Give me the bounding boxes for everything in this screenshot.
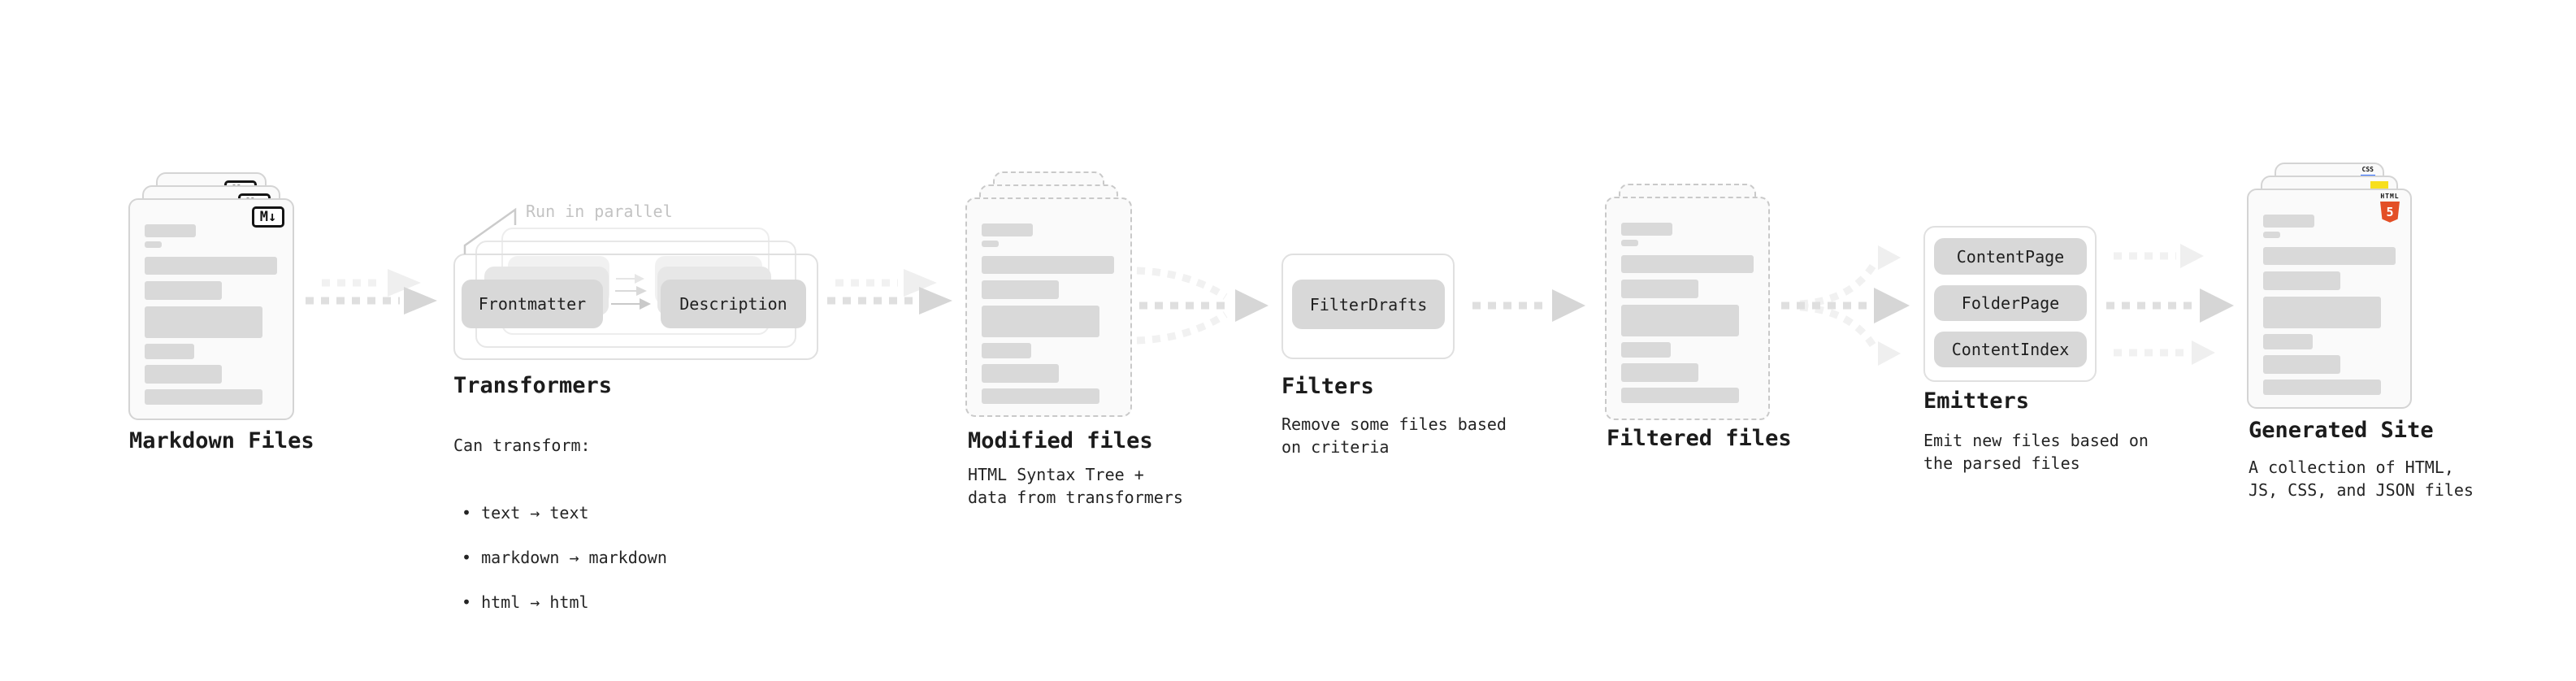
placeholder-bar	[1621, 363, 1698, 382]
stage-title-transformers: Transformers	[453, 373, 613, 398]
filterdrafts-pill: FilterDrafts	[1292, 280, 1445, 329]
placeholder-bar	[982, 306, 1099, 337]
folderpage-pill: FolderPage	[1934, 285, 2087, 321]
stage-title-filtered-files: Filtered files	[1607, 426, 1792, 451]
placeholder-bar	[145, 281, 222, 300]
flow-arrow-emitters-to-generated	[2106, 244, 2234, 365]
placeholder-bar	[1621, 388, 1739, 403]
generated-file-card-html: HTML 5	[2247, 189, 2412, 409]
placeholder-bar	[2263, 215, 2314, 228]
flow-arrow-filters-to-filtered	[1472, 289, 1585, 322]
placeholder-bar	[982, 256, 1114, 274]
contentindex-pill: ContentIndex	[1934, 332, 2087, 367]
placeholder-bar	[1621, 305, 1739, 336]
stage-title-generated-site: Generated Site	[2249, 418, 2434, 443]
flow-arrow-filtered-to-emitters	[1781, 245, 1910, 366]
placeholder-bar	[982, 241, 999, 247]
placeholder-bar	[1621, 280, 1698, 298]
placeholder-bar	[982, 364, 1059, 383]
placeholder-bar	[1621, 223, 1672, 236]
stage-title-markdown-files: Markdown Files	[129, 428, 314, 453]
flow-arrow-markdown-to-transformers	[306, 269, 437, 314]
document-content-placeholder	[2263, 215, 2396, 395]
document-content-placeholder	[145, 224, 277, 405]
placeholder-bar	[2263, 297, 2381, 328]
transformers-caption: Can transform: • text → text • markdown …	[453, 412, 667, 659]
flow-arrow-transformers-to-modified	[827, 269, 952, 314]
flow-arrow-modified-to-filters	[1136, 267, 1268, 345]
placeholder-bar	[2263, 355, 2340, 374]
transformers-bullet: • text → text	[462, 503, 589, 523]
placeholder-bar	[1621, 342, 1671, 358]
html5-icon-shield: 5	[2380, 201, 2400, 223]
placeholder-bar	[2263, 334, 2313, 349]
filters-caption: Remove some files based on criteria	[1281, 414, 1507, 457]
placeholder-bar	[145, 241, 162, 248]
placeholder-bar	[982, 280, 1059, 299]
placeholder-bar	[2263, 247, 2396, 265]
emitters-caption: Emit new files based on the parsed files	[1923, 431, 2149, 473]
html5-icon: HTML 5	[2379, 193, 2400, 223]
transformers-caption-title: Can transform:	[453, 436, 591, 455]
placeholder-bar	[145, 306, 262, 338]
frontmatter-pill: Frontmatter	[462, 280, 603, 328]
modified-files-caption: HTML Syntax Tree + data from transformer…	[968, 465, 1183, 507]
stage-title-modified-files: Modified files	[968, 428, 1153, 453]
generated-site-caption: A collection of HTML, JS, CSS, and JSON …	[2249, 458, 2474, 500]
placeholder-bar	[145, 344, 194, 359]
transformers-bullet: • html → html	[462, 592, 589, 612]
filtered-file-card-front	[1605, 197, 1770, 420]
emitters-card	[1923, 226, 2097, 382]
stage-title-filters: Filters	[1281, 374, 1374, 399]
placeholder-bar	[982, 388, 1099, 404]
markdown-icon: M↓	[252, 206, 284, 228]
placeholder-bar	[145, 257, 277, 275]
markdown-file-card-front: M↓	[128, 198, 294, 420]
transformers-bullet-list: • text → text • markdown → markdown • ht…	[453, 479, 667, 636]
html5-icon-label: HTML	[2380, 193, 2400, 200]
description-pill: Description	[661, 280, 806, 328]
placeholder-bar	[1621, 240, 1638, 246]
placeholder-bar	[1621, 255, 1754, 273]
document-content-placeholder	[1621, 223, 1754, 403]
placeholder-bar	[145, 224, 196, 237]
placeholder-bar	[2263, 380, 2381, 395]
placeholder-bar	[982, 223, 1033, 236]
document-content-placeholder	[982, 223, 1114, 404]
transformers-bullet: • markdown → markdown	[462, 548, 667, 567]
contentpage-pill: ContentPage	[1934, 238, 2087, 275]
placeholder-bar	[2263, 271, 2340, 290]
transformer-card-front	[453, 254, 818, 360]
placeholder-bar	[982, 343, 1031, 358]
filters-card	[1281, 254, 1455, 359]
modified-file-card-front	[965, 197, 1132, 417]
stage-title-emitters: Emitters	[1923, 388, 2030, 414]
placeholder-bar	[145, 389, 262, 405]
placeholder-bar	[145, 365, 222, 384]
placeholder-bar	[2263, 232, 2280, 238]
run-in-parallel-note: Run in parallel	[526, 202, 673, 221]
